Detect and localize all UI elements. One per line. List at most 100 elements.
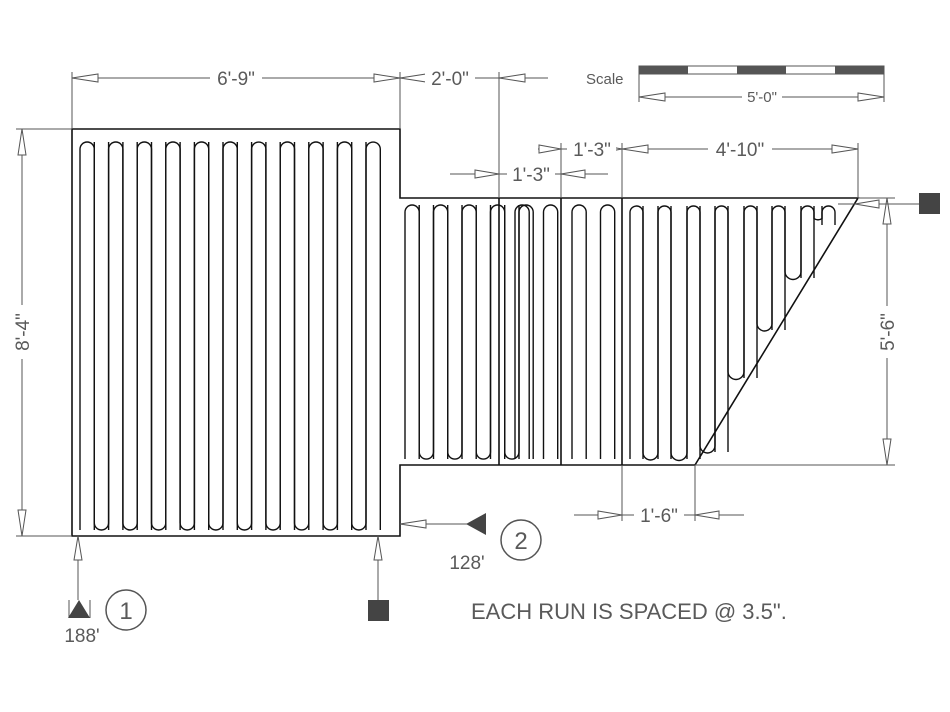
circuit-length: 188' xyxy=(64,626,99,647)
heating-loop xyxy=(686,205,701,459)
heating-loop xyxy=(404,204,420,459)
heating-loop xyxy=(699,206,716,454)
room-outline xyxy=(71,128,860,537)
heating-loop xyxy=(821,205,836,225)
dimension-label: 1'-6" xyxy=(640,506,678,527)
heating-loop xyxy=(571,204,587,459)
dimension-label: 1'-3" xyxy=(573,140,611,161)
heating-loop xyxy=(293,142,310,531)
heating-loop xyxy=(743,205,758,378)
heating-loop xyxy=(150,142,167,531)
dimension-mid-a: 1'-3" xyxy=(450,164,608,186)
dimension-top-left: 6'-9" xyxy=(71,67,401,129)
circuit-number-circle xyxy=(105,589,147,631)
heating-loop xyxy=(322,142,339,531)
arrow-up-icon xyxy=(373,535,383,561)
arrow-up-icon xyxy=(882,197,892,225)
label-mask xyxy=(876,306,898,358)
heating-loop xyxy=(250,141,267,530)
heating-loop xyxy=(432,204,449,459)
heating-loop xyxy=(222,141,238,530)
arrow-left-icon xyxy=(638,92,666,102)
heating-loop xyxy=(813,206,823,221)
arrow-left-icon xyxy=(621,144,649,154)
heating-loop xyxy=(208,142,224,531)
heating-loop xyxy=(136,141,153,530)
scale-length: 5'-0" xyxy=(747,89,777,106)
heating-loop xyxy=(336,141,353,530)
heating-loops xyxy=(79,141,836,531)
heating-loop xyxy=(179,142,196,531)
scale-segment xyxy=(639,66,688,74)
heating-loop xyxy=(771,205,786,330)
heating-loop xyxy=(475,205,492,460)
scale-segment xyxy=(737,66,786,74)
heating-loop xyxy=(365,141,381,530)
dimension-bottom-offset: 1'-6" xyxy=(574,465,744,527)
heating-loop xyxy=(193,141,210,530)
arrow-up-icon xyxy=(73,535,83,561)
heating-loop xyxy=(79,141,95,530)
label-mask xyxy=(708,139,772,159)
arrow-left-icon xyxy=(399,519,427,529)
arrow-left-icon xyxy=(71,73,99,83)
spacing-note: EACH RUN IS SPACED @ 3.5". xyxy=(471,599,787,624)
label-mask xyxy=(567,139,616,159)
heating-loop xyxy=(489,204,506,459)
heating-loop xyxy=(93,142,110,531)
circuit-number-circle xyxy=(500,519,542,561)
arrow-right-icon xyxy=(373,73,401,83)
heating-loop xyxy=(447,205,463,460)
arrow-left-icon xyxy=(854,199,880,209)
scale-segment xyxy=(835,66,884,74)
heating-loop xyxy=(514,204,530,459)
arrow-left-icon xyxy=(560,169,586,179)
arrow-up-icon xyxy=(17,128,27,156)
dimension-label: 2'-0" xyxy=(431,69,469,90)
circuit-1: 1 188' xyxy=(64,535,389,647)
dimension-left-height: 8'-4" xyxy=(11,128,72,537)
arrow-right-icon xyxy=(538,144,562,154)
heating-loop xyxy=(308,141,324,530)
scale-label: Scale xyxy=(586,71,624,88)
arrow-right-icon xyxy=(831,144,859,154)
heating-loop xyxy=(122,142,138,531)
label-mask xyxy=(11,305,33,359)
label-mask xyxy=(210,67,262,89)
circuit-2: 2 128' xyxy=(399,193,940,574)
arrow-left-icon xyxy=(498,73,526,83)
heating-loop xyxy=(756,206,773,332)
heating-loop xyxy=(236,142,253,531)
heating-loop xyxy=(461,204,477,459)
arrow-down-icon xyxy=(882,438,892,466)
heating-loop xyxy=(727,206,745,381)
heating-loop xyxy=(504,205,520,460)
label-mask xyxy=(425,67,475,89)
arrow-right-icon xyxy=(474,169,500,179)
arrow-left-icon xyxy=(399,73,427,83)
circuit-length: 128' xyxy=(449,553,484,574)
heating-loop xyxy=(642,206,659,461)
label-mask xyxy=(507,164,555,184)
heating-loop xyxy=(670,206,688,462)
return-square-icon xyxy=(919,193,940,214)
scale-bar: Scale 5'-0" xyxy=(586,65,885,106)
arrow-right-icon xyxy=(597,510,623,520)
arrow-right-icon xyxy=(857,92,885,102)
heating-loop xyxy=(279,141,296,530)
label-mask xyxy=(634,505,684,525)
dimension-right-width: 4'-10" xyxy=(621,139,859,198)
label-mask xyxy=(742,88,782,106)
supply-triangle-icon xyxy=(466,513,486,535)
return-square-icon xyxy=(368,600,389,621)
heating-loop xyxy=(418,205,435,460)
heating-loop xyxy=(599,204,616,459)
heating-loop xyxy=(107,141,124,530)
circuit-number: 2 xyxy=(514,528,527,555)
heating-loop xyxy=(784,206,802,281)
dimension-label: 1'-3" xyxy=(512,165,550,186)
heating-loop xyxy=(542,204,559,459)
heating-loop xyxy=(657,205,672,459)
arrow-left-icon xyxy=(694,510,720,520)
heating-loop xyxy=(351,142,367,531)
